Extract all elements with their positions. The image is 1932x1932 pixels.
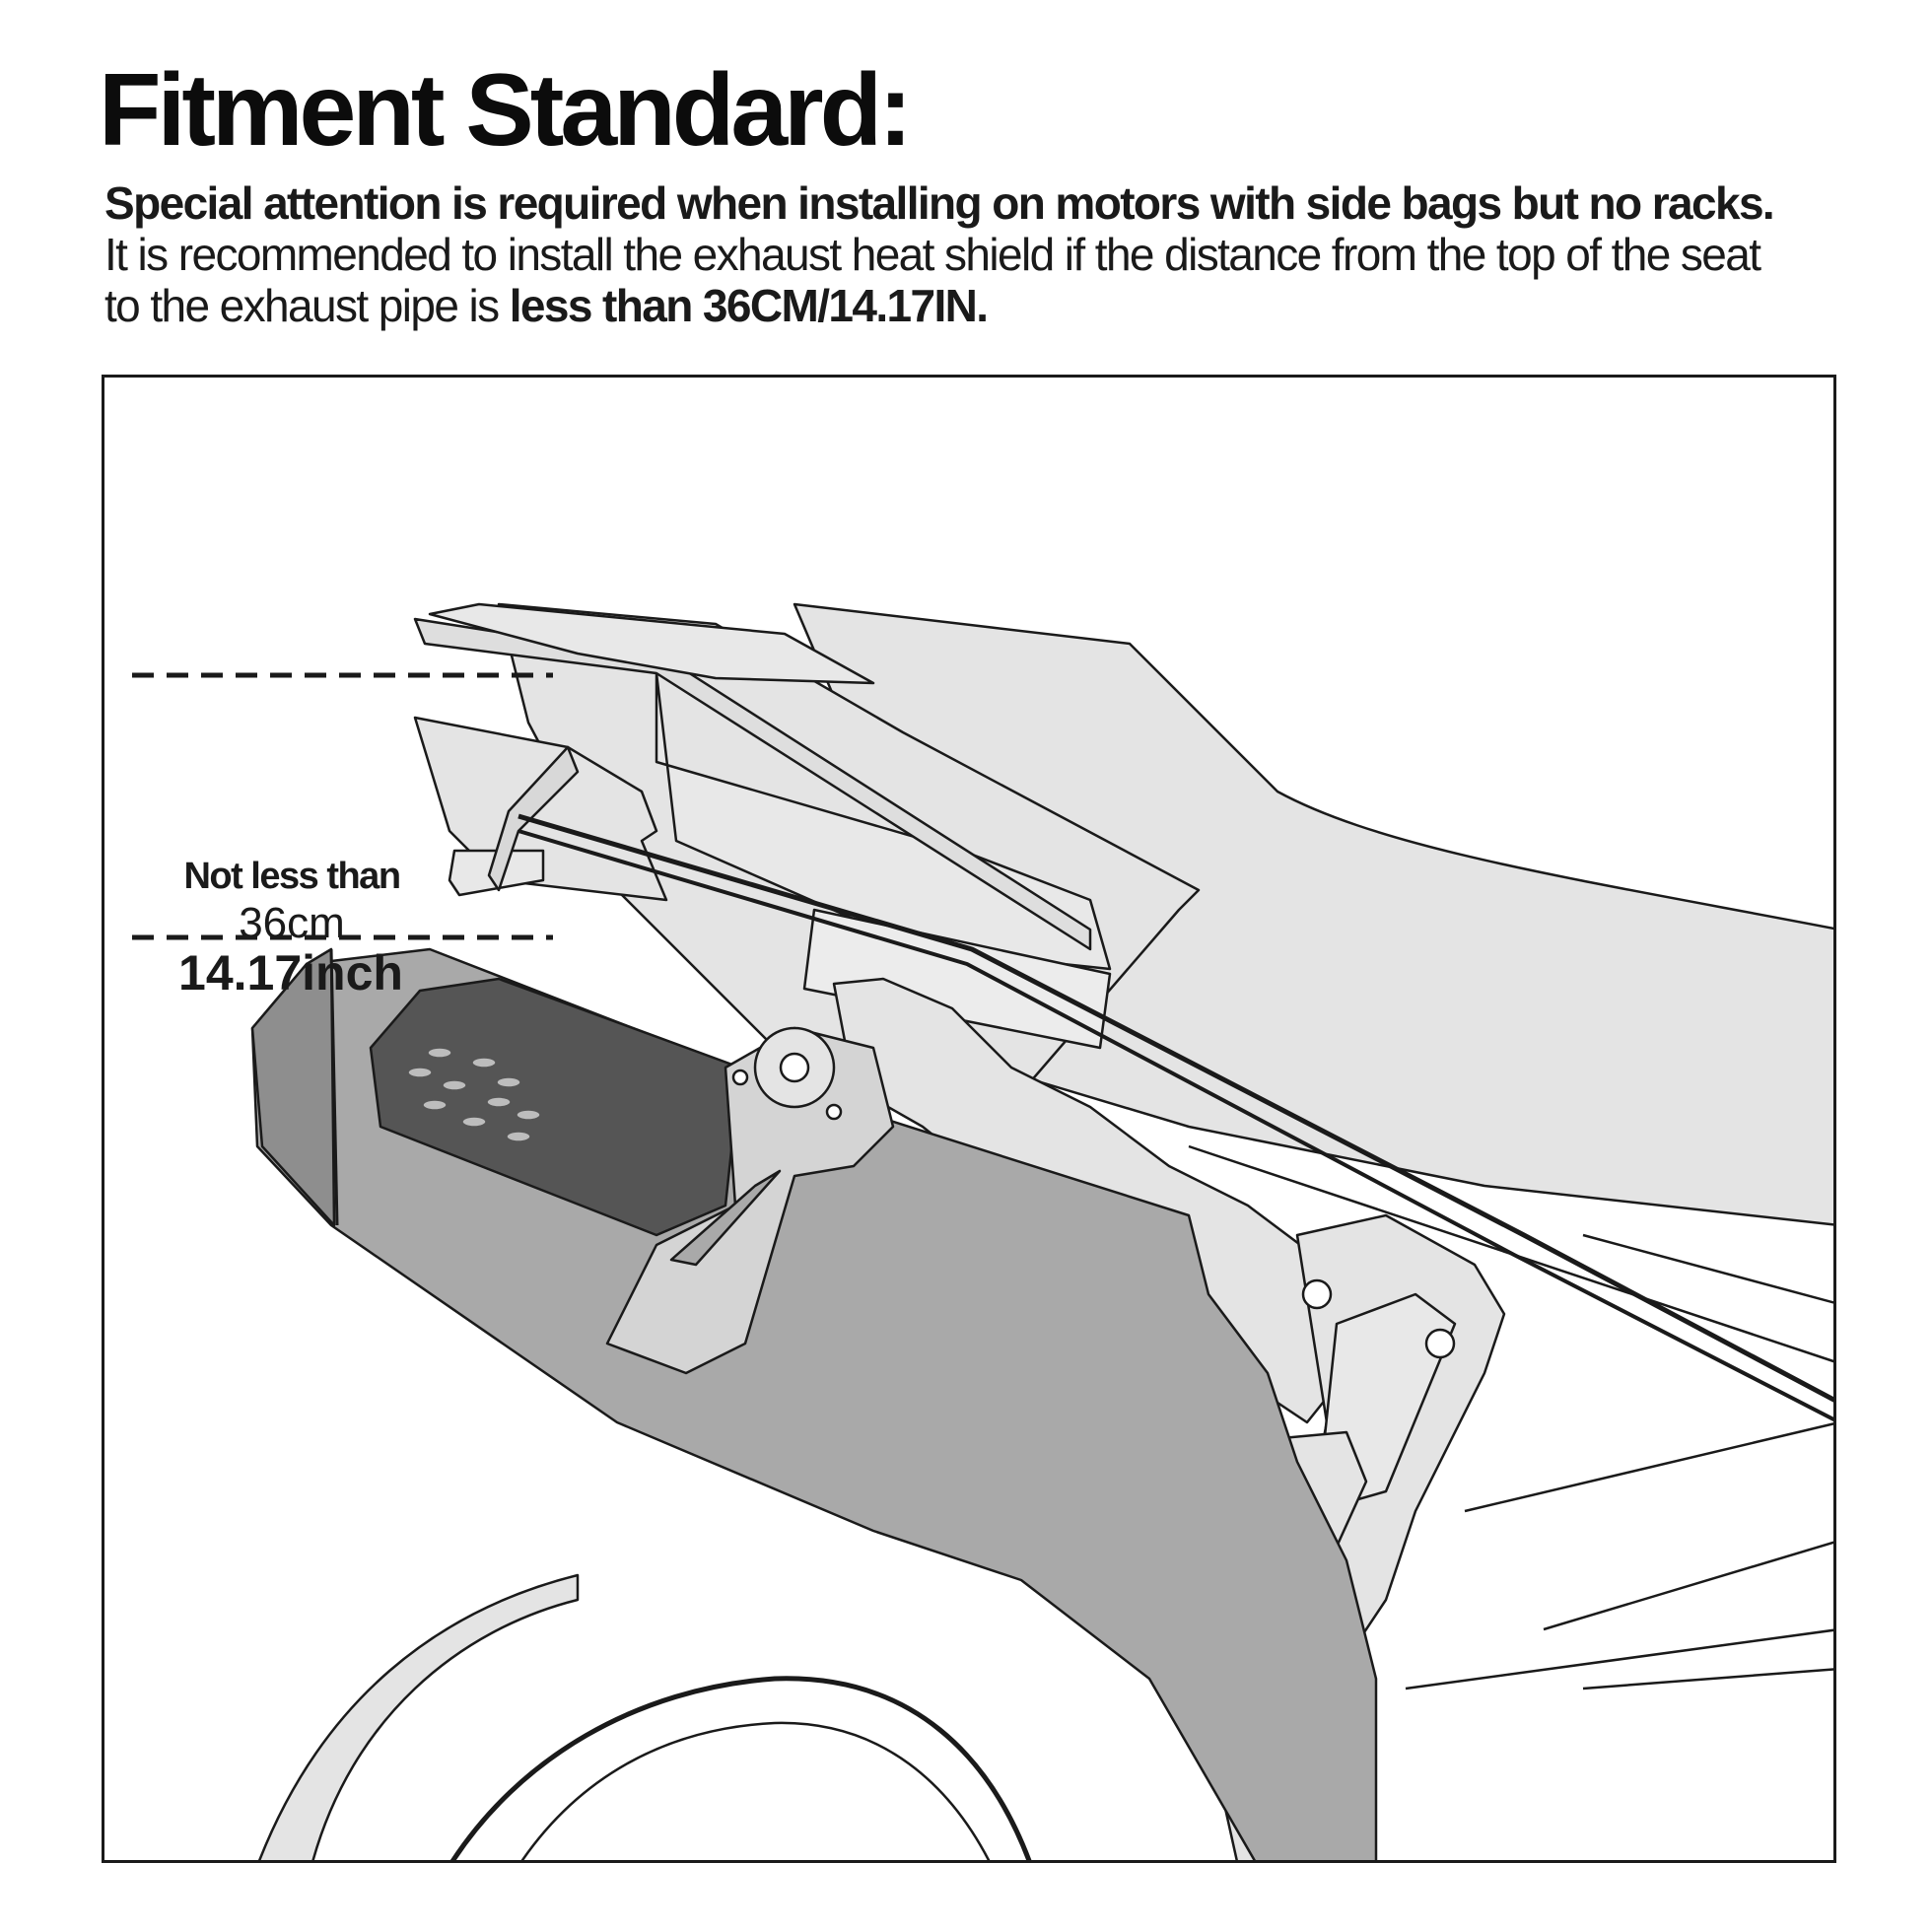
muffler-seam (329, 948, 339, 1226)
rear-tire (258, 1573, 580, 1860)
rear-wheel-rim (450, 1676, 1032, 1860)
heat-shield-vents (407, 1047, 541, 1142)
subframe-rail-lower (518, 829, 1833, 1422)
measurement-label: Not less than (183, 856, 401, 897)
page-title: Fitment Standard: (99, 53, 913, 168)
recommendation-line: It is recommended to install the exhaust… (104, 229, 1761, 280)
attention-line: Special attention is required when insta… (104, 177, 1775, 229)
heat-shield-dark (369, 977, 742, 1237)
lower-frame (1188, 1144, 1833, 1690)
rear-wheel-inner (520, 1721, 991, 1860)
shield-bracket-hole-right (825, 1103, 843, 1121)
distance-plain: to the exhaust pipe is (104, 280, 510, 331)
motorcycle-rear-diagram (132, 602, 1833, 1860)
subframe-rail-upper (518, 813, 1833, 1403)
muffler-end-cap (250, 947, 336, 1227)
shield-bracket-bolt (779, 1052, 810, 1083)
shield-bracket-hole-left (731, 1069, 749, 1086)
hanger-bolt-right (1424, 1328, 1456, 1359)
seat (793, 602, 1833, 1226)
reflector-plate (802, 908, 1112, 1050)
grab-handle-top (428, 602, 875, 685)
intro-text: Special attention is required when insta… (104, 177, 1879, 331)
hanger-bolt-top (1301, 1278, 1333, 1310)
measurement-metric: 36cm (239, 899, 345, 947)
tail-panel-inner (655, 671, 1112, 971)
distance-threshold: less than 36CM/14.17IN. (509, 280, 989, 331)
distance-line: to the exhaust pipe is less than 36CM/14… (104, 280, 1879, 331)
shield-bracket-slot (669, 1169, 782, 1267)
measurement-imperial: 14.17inch (178, 945, 403, 1000)
fitment-illustration (102, 375, 1836, 1863)
